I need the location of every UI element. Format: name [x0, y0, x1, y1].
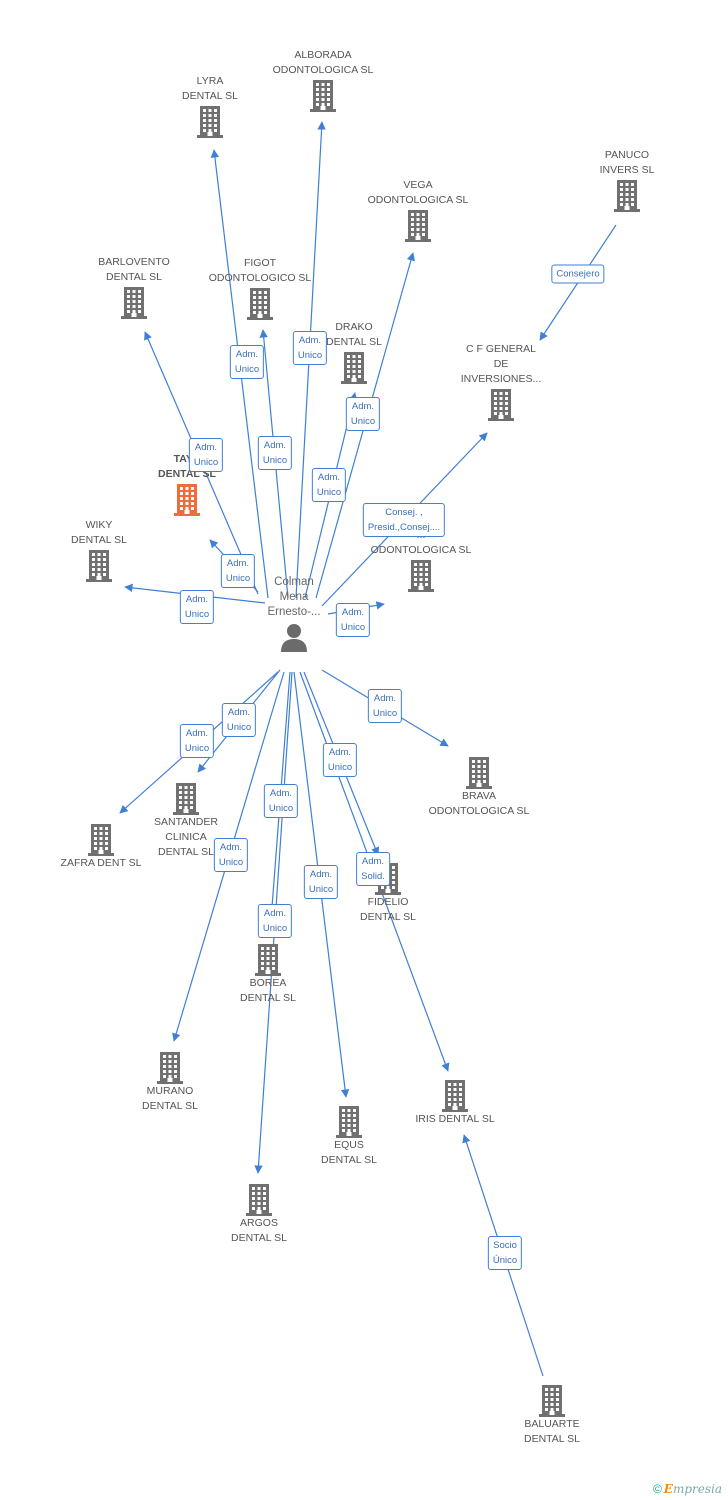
building-icon [145, 106, 275, 138]
company-node-baluarte[interactable]: BALUARTE DENTAL SL [487, 1383, 617, 1447]
building-icon [289, 352, 419, 384]
building-icon [195, 288, 325, 320]
building-icon [436, 389, 566, 421]
relation-badge-borea[interactable]: Adm. Unico [263, 784, 299, 818]
company-name: VEGA ODONTOLOGICA SL [367, 179, 469, 206]
company-node-alborada[interactable]: ALBORADA ODONTOLOGICA SL [258, 48, 388, 112]
building-icon [105, 1052, 235, 1084]
relation-badge-barlovento[interactable]: Adm. Unico [188, 438, 224, 472]
company-node-vega[interactable]: VEGA ODONTOLOGICA SL [353, 178, 483, 242]
relation-badge-lyra[interactable]: Adm. Unico [229, 345, 265, 379]
copyright-symbol: © [652, 1482, 662, 1496]
company-node-figot[interactable]: FIGOT ODONTOLOGICO SL [195, 256, 325, 320]
company-name: BOREA DENTAL SL [239, 977, 297, 1004]
company-name: PANUCO INVERS SL [599, 149, 655, 176]
company-name: ZAFRA DENT SL [60, 857, 142, 869]
relation-badge-figot[interactable]: Adm. Unico [257, 436, 293, 470]
building-icon [122, 484, 252, 516]
company-node-borea[interactable]: BOREA DENTAL SL [203, 942, 333, 1006]
company-name: TAY... DENTAL SL [158, 453, 216, 480]
building-icon [36, 824, 166, 856]
brand-logo: Empresia [663, 1482, 722, 1496]
building-icon [69, 287, 199, 319]
company-node-panuco[interactable]: PANUCO INVERS SL [562, 148, 692, 212]
relation-badge-drako[interactable]: Adm. Unico [311, 468, 347, 502]
relation-badge-iris[interactable]: Socio Único [487, 1236, 523, 1270]
company-name: ARGOS DENTAL SL [230, 1217, 288, 1244]
company-node-wiky[interactable]: WIKY DENTAL SL [34, 518, 164, 582]
relation-badge-cfgeneral[interactable]: Consej. , Presid.,Consej.... [362, 503, 446, 537]
building-icon [562, 180, 692, 212]
company-node-barlovento[interactable]: BARLOVENTO DENTAL SL [69, 255, 199, 319]
company-name: SANTANDER CLINICA DENTAL SL [154, 816, 218, 858]
relation-badge-fidelio[interactable]: Adm. Unico [322, 743, 358, 777]
company-node-tay[interactable]: TAY... DENTAL SL [122, 452, 252, 516]
company-node-odonto[interactable]: ... ODONTOLOGICA SL [356, 528, 486, 592]
relation-badge-santander[interactable]: Adm. Unico [221, 703, 257, 737]
relation-badge-odonto[interactable]: Adm. Unico [335, 603, 371, 637]
person-name: Colman Mena Ernesto-... [267, 576, 321, 618]
person-node-center[interactable]: Colman Mena Ernesto-... [229, 575, 359, 652]
building-icon [414, 757, 544, 789]
building-icon [203, 944, 333, 976]
person-icon [229, 622, 359, 652]
company-name: C F GENERAL DE INVERSIONES... [460, 343, 542, 385]
company-node-equs[interactable]: EQUS DENTAL SL [284, 1104, 414, 1168]
company-name: FIGOT ODONTOLOGICO SL [208, 257, 312, 284]
company-node-drako[interactable]: DRAKO DENTAL SL [289, 320, 419, 384]
building-icon [353, 210, 483, 242]
building-icon [284, 1106, 414, 1138]
footer-brand[interactable]: ©Empresia [653, 1482, 722, 1496]
building-icon [34, 550, 164, 582]
company-name: BARLOVENTO DENTAL SL [98, 256, 170, 283]
relation-badge-zafra[interactable]: Adm. Unico [179, 724, 215, 758]
company-name: EQUS DENTAL SL [320, 1139, 378, 1166]
company-node-murano[interactable]: MURANO DENTAL SL [105, 1050, 235, 1114]
relation-badge-alborada[interactable]: Adm. Unico [292, 331, 328, 365]
building-icon [121, 783, 251, 815]
company-name: BRAVA ODONTOLOGICA SL [428, 790, 530, 817]
building-icon [258, 80, 388, 112]
company-node-zafra[interactable]: ZAFRA DENT SL [36, 822, 166, 871]
company-node-brava[interactable]: BRAVA ODONTOLOGICA SL [414, 755, 544, 819]
relation-badge-cfgeneral[interactable]: Consejero [551, 264, 605, 284]
company-node-iris[interactable]: IRIS DENTAL SL [390, 1078, 520, 1127]
company-name: BALUARTE DENTAL SL [523, 1418, 581, 1445]
company-node-argos[interactable]: ARGOS DENTAL SL [194, 1182, 324, 1246]
relation-badge-brava[interactable]: Adm. Unico [367, 689, 403, 723]
company-name: MURANO DENTAL SL [141, 1085, 199, 1112]
company-name: WIKY DENTAL SL [70, 519, 128, 546]
company-name: FIDELIO DENTAL SL [359, 896, 417, 923]
relation-badge-vega[interactable]: Adm. Unico [345, 397, 381, 431]
relation-badge-tay[interactable]: Adm. Unico [220, 554, 256, 588]
building-icon [487, 1385, 617, 1417]
company-name: ALBORADA ODONTOLOGICA SL [272, 49, 374, 76]
relation-badge-murano[interactable]: Adm. Unico [213, 838, 249, 872]
company-name: IRIS DENTAL SL [415, 1113, 495, 1125]
relation-badge-argos[interactable]: Adm. Unico [257, 904, 293, 938]
relation-badge-equs[interactable]: Adm. Unico [303, 865, 339, 899]
building-icon [356, 560, 486, 592]
company-node-cfgeneral[interactable]: C F GENERAL DE INVERSIONES... [436, 342, 566, 421]
relation-badge-iris[interactable]: Adm. Solid. [356, 852, 390, 886]
company-node-santander[interactable]: SANTANDER CLINICA DENTAL SL [121, 781, 251, 860]
company-name: LYRA DENTAL SL [181, 75, 239, 102]
building-icon [194, 1184, 324, 1216]
building-icon [390, 1080, 520, 1112]
company-node-lyra[interactable]: LYRA DENTAL SL [145, 74, 275, 138]
company-name: DRAKO DENTAL SL [325, 321, 383, 348]
relation-badge-wiky[interactable]: Adm. Unico [179, 590, 215, 624]
